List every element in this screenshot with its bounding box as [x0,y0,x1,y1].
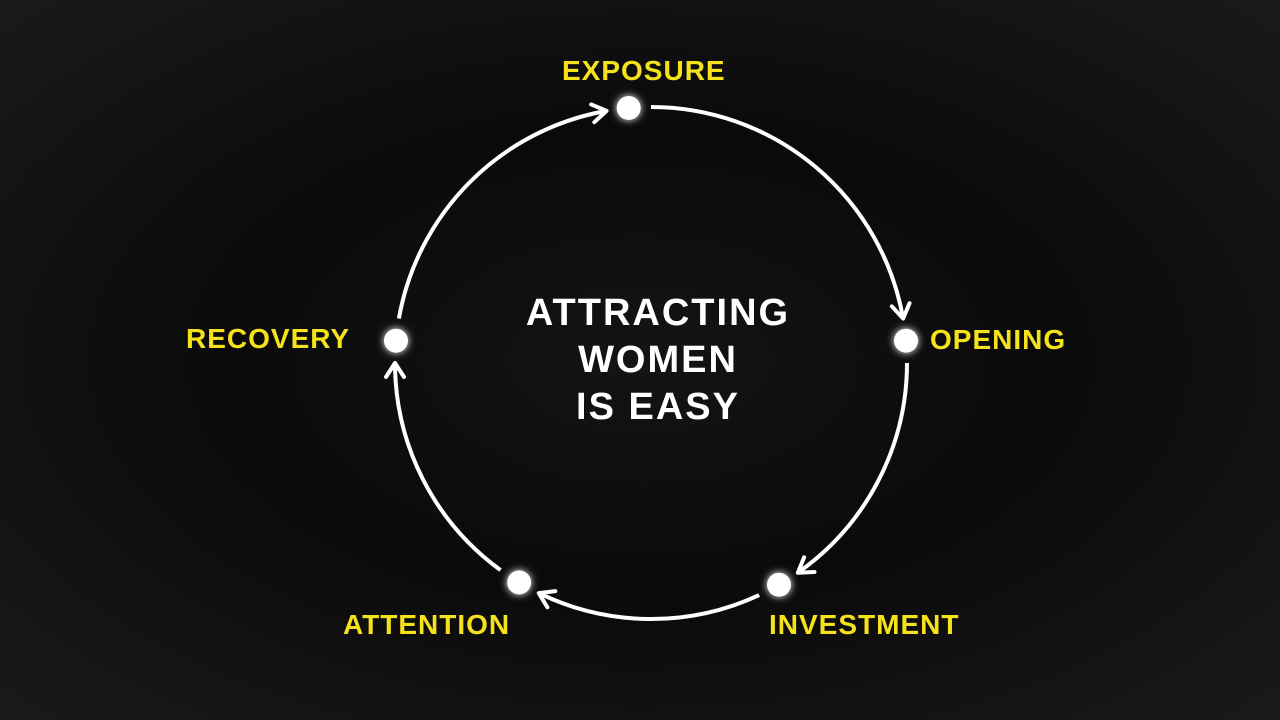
stage-label-opening: OPENING [930,324,1067,355]
center-title-line-3: IS EASY [576,386,740,428]
center-title: ATTRACTING WOMEN IS EASY [440,290,876,431]
stage-label-exposure: EXPOSURE [562,55,726,86]
cycle-arc-attention-to-recovery [393,362,502,572]
cycle-arc-opening-to-investment [796,362,909,575]
stage-label-investment: INVESTMENT [769,609,960,640]
stage-node-attention [507,570,532,595]
cycle-arc-exposure-to-opening [650,105,906,319]
arrowhead-recovery-icon [384,361,406,379]
stage-node-exposure [616,95,641,120]
stage-node-opening [894,328,919,353]
arrowhead-attention-icon [536,589,558,610]
stage-node-recovery [383,328,408,353]
cycle-arc-investment-to-attention [537,591,761,621]
center-title-line-2: WOMEN [578,339,738,381]
stage-label-recovery: RECOVERY [186,323,351,354]
arrowhead-investment-icon [795,555,817,575]
cycle-arc-recovery-to-exposure [396,108,607,319]
center-title-line-1: ATTRACTING [525,292,791,334]
arrowhead-opening-icon [889,301,912,321]
arrowhead-exposure-icon [589,102,609,125]
stage-node-investment [767,572,791,597]
stage-label-attention: ATTENTION [343,609,511,640]
